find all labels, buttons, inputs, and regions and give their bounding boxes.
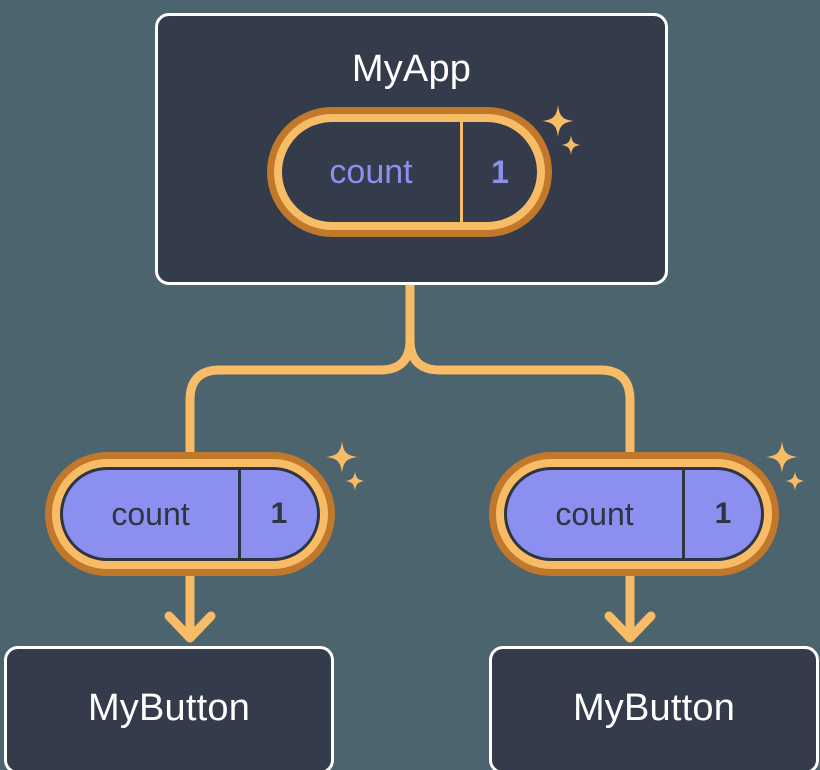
state-pill-ring: count 1: [274, 114, 545, 230]
state-pill-myapp[interactable]: count 1: [267, 107, 552, 237]
state-pill-right[interactable]: count 1: [489, 452, 779, 576]
mybutton-component-card-left[interactable]: MyButton: [4, 646, 334, 770]
state-key-label: count: [111, 495, 190, 532]
mybutton-component-card-right[interactable]: MyButton: [489, 646, 819, 770]
state-key-label: count: [555, 495, 634, 532]
state-pill-ring: count 1: [496, 459, 772, 569]
state-key-label: count: [329, 152, 413, 191]
state-pill-body: count 1: [60, 467, 320, 561]
arrow-down-icon-right: [604, 571, 656, 643]
mybutton-label: MyButton: [572, 687, 736, 729]
page-title: MyApp: [351, 48, 472, 90]
state-pill-left[interactable]: count 1: [45, 452, 335, 576]
state-value-label: 1: [682, 470, 761, 558]
arrow-down-icon-left: [164, 571, 216, 643]
state-pill-body: count 1: [504, 467, 764, 561]
mybutton-label: MyButton: [87, 687, 251, 729]
state-value-label: 1: [238, 470, 317, 558]
state-pill-body: count 1: [282, 122, 537, 222]
state-pill-ring: count 1: [52, 459, 328, 569]
state-value-label: 1: [460, 122, 537, 222]
branch-connector-icon: [185, 280, 635, 457]
